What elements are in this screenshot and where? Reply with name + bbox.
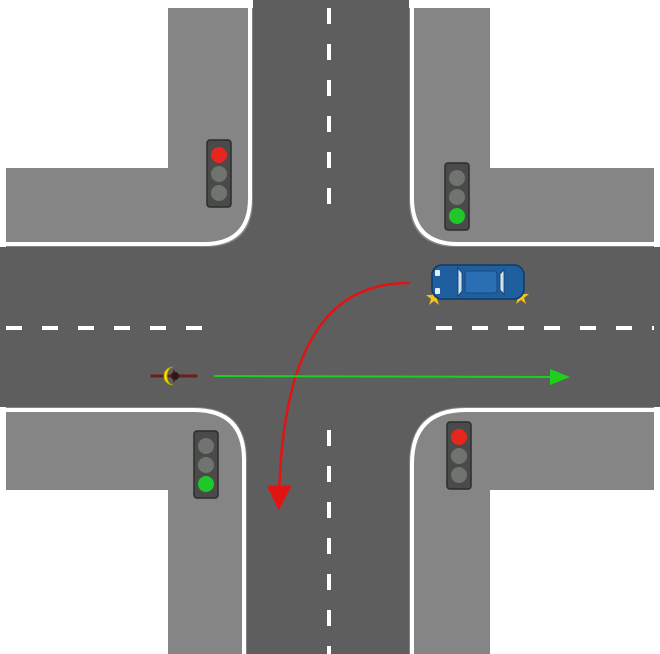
light-green bbox=[198, 476, 214, 492]
light-red bbox=[451, 429, 467, 445]
car-turn-path bbox=[266, 281, 411, 511]
traffic-light-southwest bbox=[193, 430, 219, 499]
light-red bbox=[211, 147, 227, 163]
light-amber bbox=[198, 457, 214, 473]
curb-southwest bbox=[6, 408, 246, 654]
traffic-light-northeast bbox=[444, 162, 470, 231]
traffic-light-southeast bbox=[446, 421, 472, 490]
curb-northeast bbox=[410, 8, 654, 246]
cyclist-path bbox=[213, 368, 570, 385]
curb-lines bbox=[6, 8, 654, 654]
light-amber bbox=[211, 166, 227, 182]
light-amber bbox=[449, 189, 465, 205]
hazard-light-front-icon bbox=[426, 289, 442, 305]
traffic-light-northwest bbox=[206, 139, 232, 208]
light-green bbox=[449, 208, 465, 224]
light-amber bbox=[451, 448, 467, 464]
cyclist-helmet-icon bbox=[163, 366, 174, 386]
light-green bbox=[451, 467, 467, 483]
curb-northwest bbox=[6, 8, 252, 246]
lane-markings bbox=[6, 8, 654, 654]
cyclist bbox=[150, 366, 198, 386]
light-red bbox=[449, 170, 465, 186]
car bbox=[426, 264, 529, 305]
curb-southeast bbox=[410, 408, 654, 654]
light-red bbox=[198, 438, 214, 454]
light-green bbox=[211, 185, 227, 201]
